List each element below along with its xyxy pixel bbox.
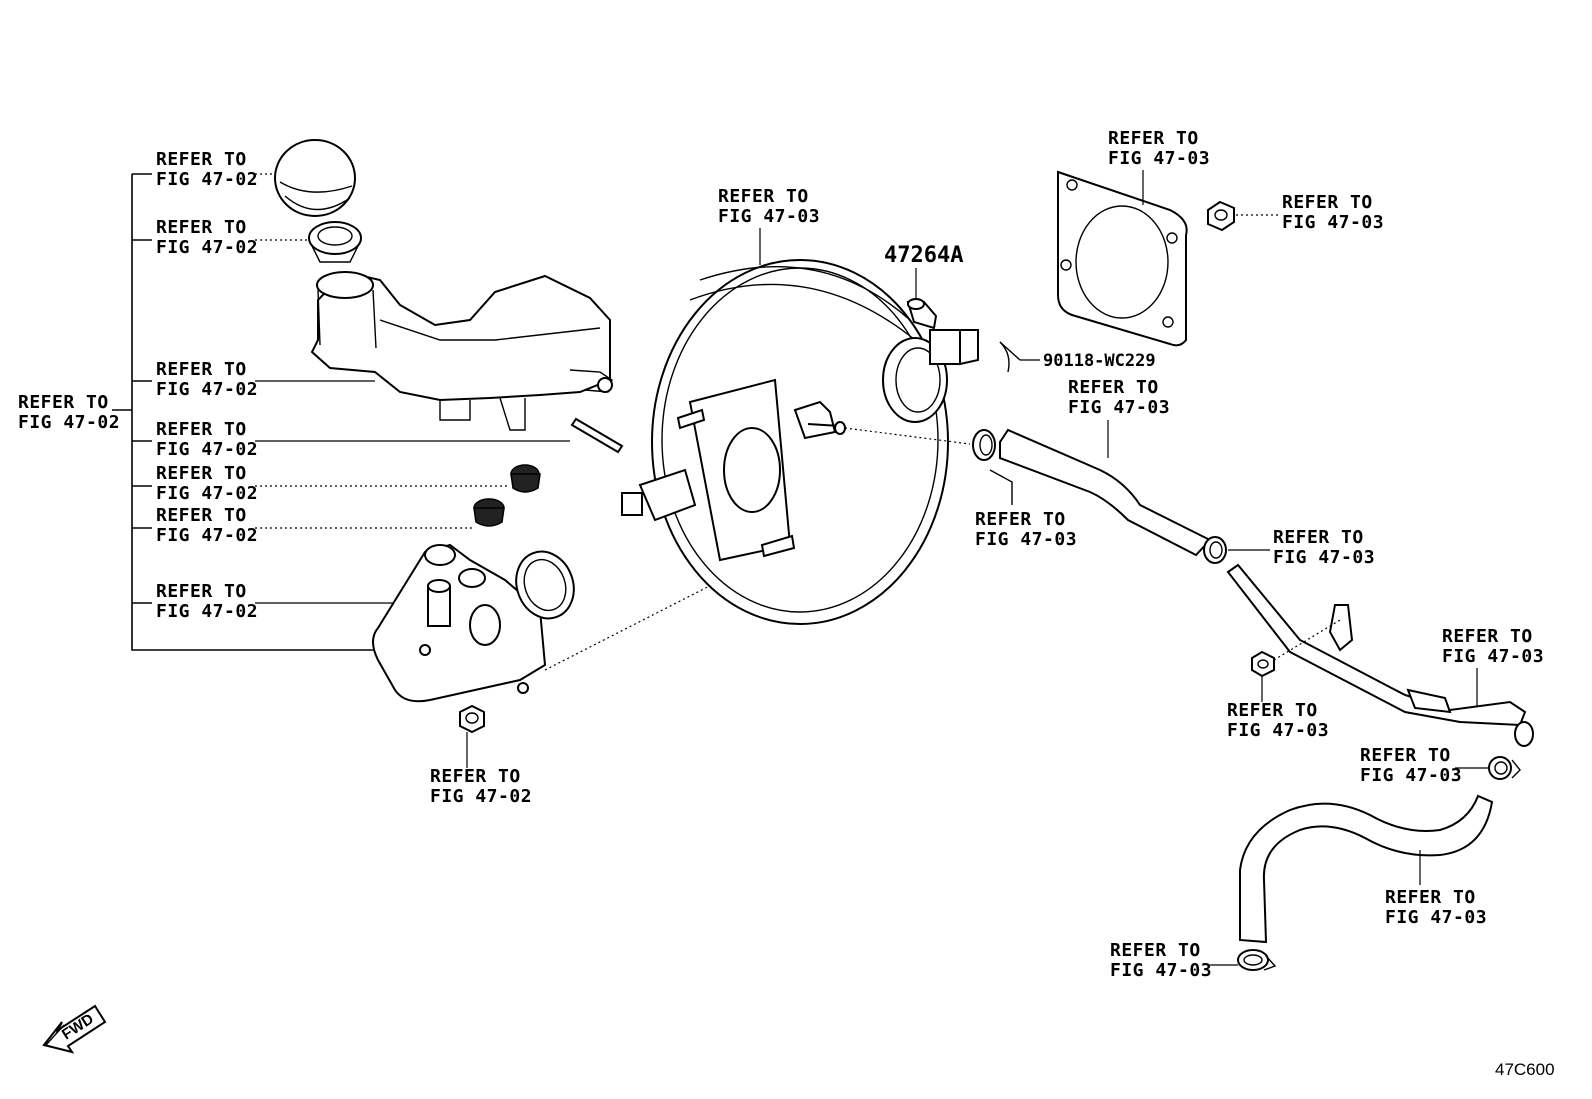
grommet-1-label-1: REFER TO	[156, 463, 247, 484]
clip: 90118-WC229	[999, 341, 1156, 373]
cap-label-2: FIG 47-02	[156, 169, 258, 190]
lower-hose-label-2: FIG 47-03	[1385, 907, 1487, 928]
bracket-nut: REFER TO FIG 47-03	[1227, 619, 1341, 741]
strainer-label-1: REFER TO	[156, 217, 247, 238]
reservoir-label-1: REFER TO	[156, 359, 247, 380]
clamp-4-label-2: FIG 47-03	[1110, 960, 1212, 981]
left-bracket-group: REFER TO FIG 47-02	[18, 173, 380, 651]
grommet-1	[510, 464, 541, 493]
clamp-3-label-1: REFER TO	[1360, 745, 1451, 766]
nut-label-2: FIG 47-02	[430, 786, 532, 807]
master-cylinder-label-2: FIG 47-02	[156, 601, 258, 622]
clamp-3: REFER TO FIG 47-03	[1360, 745, 1521, 786]
pin-label-2: FIG 47-02	[156, 439, 258, 460]
clamp-2-label-1: REFER TO	[1273, 527, 1364, 548]
gasket-label-1: REFER TO	[1108, 128, 1199, 149]
nut-label-1: REFER TO	[430, 766, 521, 787]
clamp-2-label-2: FIG 47-03	[1273, 547, 1375, 568]
pin-callout: REFER TO FIG 47-02	[156, 419, 570, 460]
clamp-1-label-1: REFER TO	[975, 509, 1066, 530]
clevis-pin: 47264A	[884, 243, 963, 330]
nut-right-label-2: FIG 47-03	[1282, 212, 1384, 233]
left-bracket-label-2: FIG 47-02	[18, 412, 120, 433]
pin	[570, 417, 624, 454]
diagram-code: 47C600	[1495, 1060, 1555, 1079]
nut-right: REFER TO FIG 47-03	[1207, 192, 1384, 233]
gasket: REFER TO FIG 47-03	[1057, 128, 1210, 347]
strainer	[308, 221, 362, 263]
booster-callout: REFER TO FIG 47-03	[718, 186, 820, 265]
nut-right-label-1: REFER TO	[1282, 192, 1373, 213]
master-cylinder-callout: REFER TO FIG 47-02	[156, 581, 430, 622]
booster-label-2: FIG 47-03	[718, 206, 820, 227]
strainer-callout: REFER TO FIG 47-02	[156, 217, 310, 258]
reservoir-label-2: FIG 47-02	[156, 379, 258, 400]
gasket-label-2: FIG 47-03	[1108, 148, 1210, 169]
clamp-4-label-1: REFER TO	[1110, 940, 1201, 961]
grommet-2-callout: REFER TO FIG 47-02	[156, 505, 475, 546]
fwd-arrow-icon: FWD	[42, 1004, 107, 1054]
vacuum-hose-label-2: FIG 47-03	[1068, 397, 1170, 418]
clamp-1-label-2: FIG 47-03	[975, 529, 1077, 550]
lower-hose-label-1: REFER TO	[1385, 887, 1476, 908]
clamp-1: REFER TO FIG 47-03	[972, 429, 1077, 550]
bracket-nut-label-2: FIG 47-03	[1227, 720, 1329, 741]
lower-hose: REFER TO FIG 47-03	[1239, 794, 1494, 944]
bracket-nut-label-1: REFER TO	[1227, 700, 1318, 721]
grommet-1-label-2: FIG 47-02	[156, 483, 258, 504]
strainer-label-2: FIG 47-02	[156, 237, 258, 258]
master-cylinder	[372, 543, 575, 703]
clamp-4: REFER TO FIG 47-03	[1110, 940, 1277, 981]
booster-label-1: REFER TO	[718, 186, 809, 207]
clamp-3-label-2: FIG 47-03	[1360, 765, 1462, 786]
nut: REFER TO FIG 47-02	[430, 704, 532, 807]
master-cylinder-label-1: REFER TO	[156, 581, 247, 602]
vacuum-hose: REFER TO FIG 47-03	[999, 377, 1212, 557]
grommet-1-callout: REFER TO FIG 47-02	[156, 463, 510, 504]
vacuum-pipe-label-2: FIG 47-03	[1442, 646, 1544, 667]
reservoir-cap	[274, 139, 356, 217]
grommet-2-label-1: REFER TO	[156, 505, 247, 526]
vacuum-pipe: REFER TO FIG 47-03	[1226, 563, 1544, 747]
grommet-2-label-2: FIG 47-02	[156, 525, 258, 546]
clip-part-no: 90118-WC229	[1043, 351, 1156, 371]
brake-booster	[621, 259, 979, 625]
cap-callout: REFER TO FIG 47-02	[156, 149, 275, 190]
cap-label-1: REFER TO	[156, 149, 247, 170]
reservoir-callout: REFER TO FIG 47-02	[156, 359, 375, 400]
grommet-2	[473, 498, 505, 527]
vacuum-pipe-label-1: REFER TO	[1442, 626, 1533, 647]
clamp-2: REFER TO FIG 47-03	[1203, 527, 1375, 568]
reservoir	[310, 270, 613, 431]
left-bracket-label-1: REFER TO	[18, 392, 109, 413]
pin-label-1: REFER TO	[156, 419, 247, 440]
vacuum-hose-label-1: REFER TO	[1068, 377, 1159, 398]
clevis-pin-part-no: 47264A	[884, 243, 963, 268]
